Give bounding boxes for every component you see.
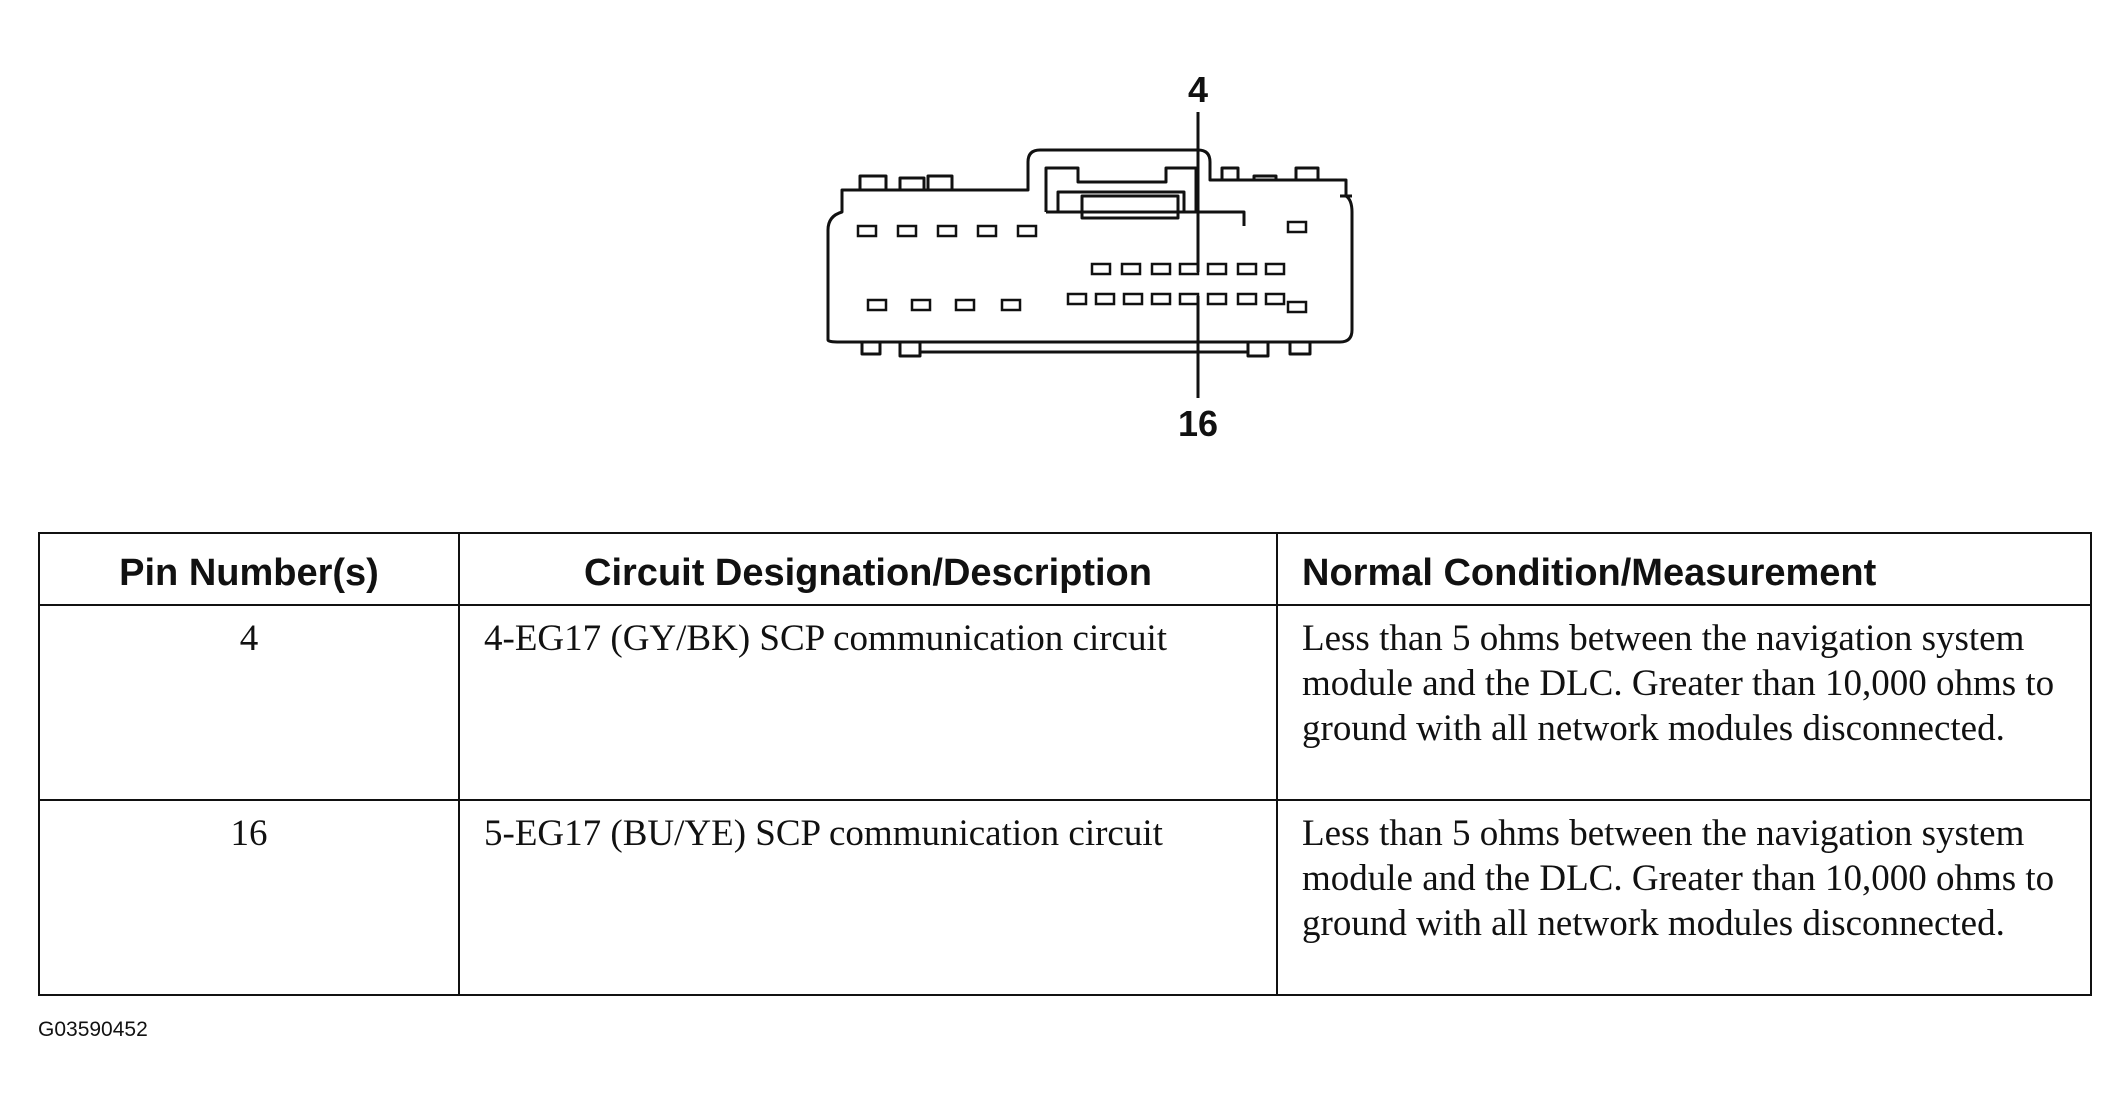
top-tab-right-1 — [1220, 166, 1240, 180]
normal-condition-cell: Less than 5 ohms between the navigation … — [1276, 799, 2092, 996]
pin-number-cell: 16 — [38, 799, 460, 996]
cavity — [896, 224, 918, 238]
cavity — [1090, 262, 1112, 276]
cavity — [1150, 262, 1172, 276]
bottom-tab-right-2 — [1288, 342, 1312, 356]
cavity — [936, 224, 958, 238]
header-pin-numbers: Pin Number(s) — [38, 532, 460, 606]
cavity — [976, 224, 998, 238]
latch-outer — [1044, 166, 1198, 212]
cavity — [1066, 292, 1088, 306]
cavity — [1286, 220, 1308, 234]
bottom-tab-right — [1246, 342, 1270, 358]
cavity — [954, 298, 976, 312]
connector-face-diagram: 4 16 — [826, 69, 1354, 444]
table-row: 16 5-EG17 (BU/YE) SCP communication circ… — [38, 799, 2092, 996]
cavity-pin-4 — [1206, 262, 1228, 276]
pin-number-cell: 4 — [38, 604, 460, 801]
cavity — [856, 224, 878, 238]
cavity — [1150, 292, 1172, 306]
normal-condition-cell: Less than 5 ohms between the navigation … — [1276, 604, 2092, 801]
figure-id: G03590452 — [38, 1018, 148, 1041]
circuit-description-cell: 4-EG17 (GY/BK) SCP communication circuit — [458, 604, 1278, 801]
cavity — [910, 298, 932, 312]
latch-frame — [1046, 210, 1246, 226]
callout-label-pin-4: 4 — [1188, 69, 1208, 110]
bottom-tab-left-2 — [898, 342, 922, 358]
top-tab-left-2 — [898, 176, 926, 190]
header-normal-condition: Normal Condition/Measurement — [1276, 532, 2092, 606]
top-tab-right-3 — [1294, 166, 1320, 180]
bottom-tab-left — [860, 342, 882, 356]
latch-inner — [1056, 190, 1186, 212]
top-tab-left-3 — [926, 174, 954, 190]
circuit-description-cell: 5-EG17 (BU/YE) SCP communication circuit — [458, 799, 1278, 996]
cavity — [1286, 300, 1308, 314]
callout-label-pin-16: 16 — [1178, 403, 1218, 444]
cavity — [1236, 262, 1258, 276]
cavity — [1178, 262, 1200, 276]
cavity — [1016, 224, 1038, 238]
cavity — [1122, 292, 1144, 306]
cavity — [1236, 292, 1258, 306]
cavity — [1264, 262, 1286, 276]
top-tab-right-2 — [1252, 174, 1278, 180]
connector-body — [826, 148, 1354, 344]
cavity — [1120, 262, 1142, 276]
cavity — [1178, 292, 1200, 306]
cavity — [1094, 292, 1116, 306]
cavity — [1000, 298, 1022, 312]
top-tab-left-1 — [858, 174, 888, 190]
table-header-row: Pin Number(s) Circuit Designation/Descri… — [38, 532, 2092, 606]
pin-table: Pin Number(s) Circuit Designation/Descri… — [38, 532, 2092, 996]
cavity — [1264, 292, 1286, 306]
table-row: 4 4-EG17 (GY/BK) SCP communication circu… — [38, 604, 2092, 801]
terminal-cavities — [856, 220, 1308, 314]
cavity — [866, 298, 888, 312]
cavity-pin-16 — [1206, 292, 1228, 306]
header-circuit-designation: Circuit Designation/Description — [458, 532, 1278, 606]
latch-slot — [1080, 194, 1180, 220]
